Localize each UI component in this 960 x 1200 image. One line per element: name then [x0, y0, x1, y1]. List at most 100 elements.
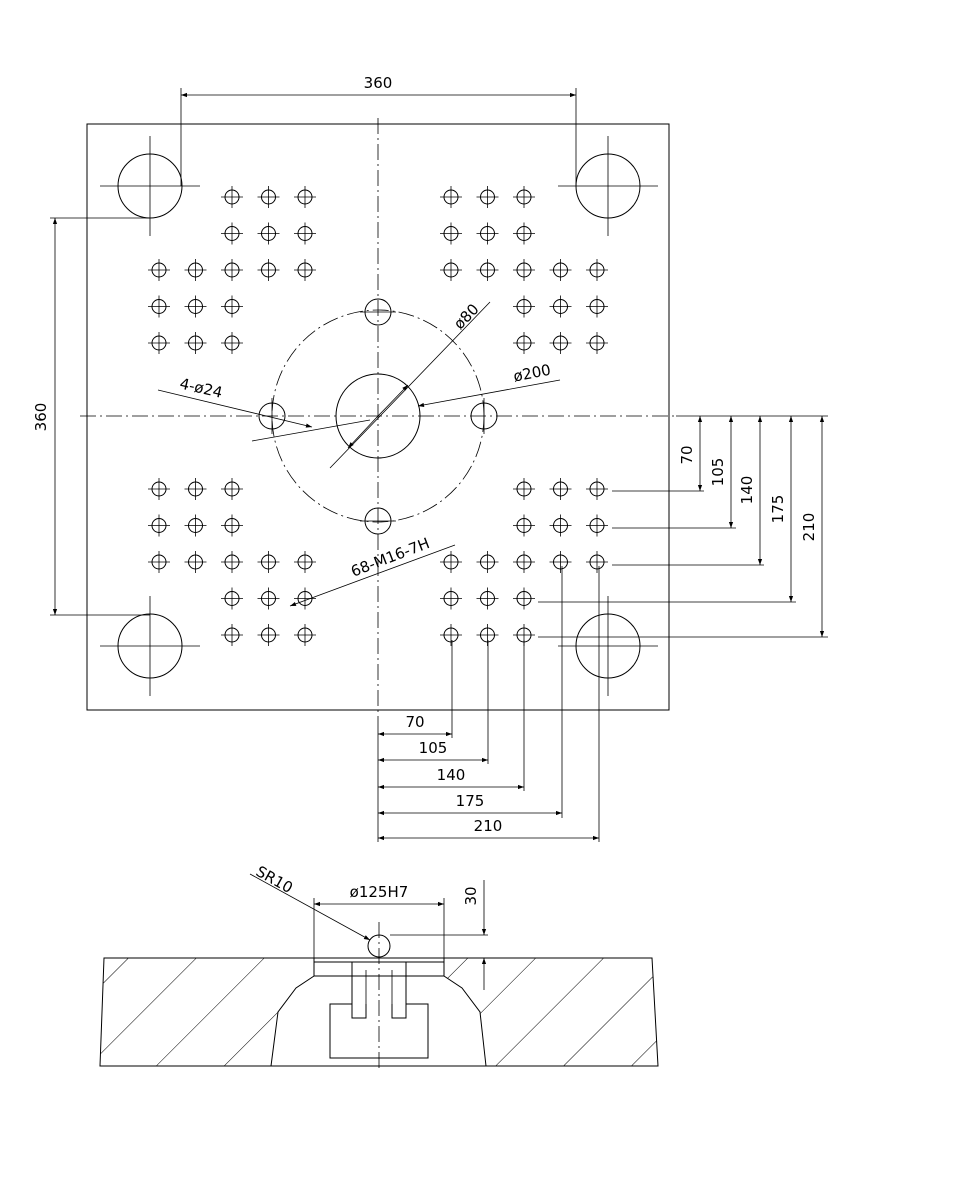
tapped-hole	[148, 514, 170, 537]
tapped-hole	[184, 551, 207, 573]
label-bore-fit: ø125H7	[350, 883, 409, 901]
tapped-hole	[440, 587, 462, 610]
plan-view: 360 360 ø80 ø200 4-ø24	[32, 74, 828, 842]
center-features	[258, 298, 498, 535]
tapped-hole	[257, 186, 280, 208]
tapped-hole	[221, 551, 243, 573]
tapped-hole	[549, 295, 572, 318]
label-bolt-circle: ø200	[512, 361, 553, 386]
tie-bar-hole	[100, 596, 200, 696]
label-bolt-holes: 4-ø24	[178, 374, 224, 401]
tie-bar-hole	[558, 136, 658, 236]
tapped-hole	[148, 332, 170, 354]
tapped-hole	[148, 295, 170, 318]
tapped-hole	[476, 587, 499, 610]
label-center-bore: ø80	[450, 300, 483, 333]
section-hatch-left	[100, 958, 314, 1066]
tapped-hole	[257, 624, 280, 646]
vertical-dimensions: 70 105 140 175 210	[538, 415, 828, 638]
tapped-hole	[513, 259, 535, 281]
tapped-hole	[586, 551, 608, 573]
tie-bar-hole	[100, 136, 200, 236]
tapped-hole	[184, 259, 207, 281]
dim-top-360: 360	[180, 74, 577, 186]
v-dim-label: 70	[678, 445, 696, 464]
bolt-hole	[470, 398, 498, 434]
tapped-hole	[294, 222, 316, 245]
tapped-hole	[476, 259, 499, 281]
tapped-hole	[221, 222, 243, 245]
h-dim-label: 175	[456, 792, 485, 810]
v-dim-label: 175	[769, 495, 787, 524]
v-dim: 105	[612, 416, 736, 529]
tapped-hole	[476, 551, 499, 573]
v-dim: 210	[538, 416, 828, 638]
tapped-hole	[148, 551, 170, 573]
v-dim: 70	[612, 416, 704, 492]
dim-depth: 30	[390, 880, 488, 990]
tapped-hole	[549, 514, 572, 537]
leader-sphere-radius: SR10	[249, 862, 371, 941]
tapped-hole	[586, 478, 608, 500]
tapped-hole	[221, 587, 243, 610]
tapped-holes	[148, 186, 608, 646]
tapped-hole	[476, 222, 499, 245]
horizontal-dimensions: 70 105 140 175 210	[377, 566, 600, 842]
tapped-hole	[184, 295, 207, 318]
h-dim: 210	[378, 566, 600, 842]
h-dim: 70	[378, 640, 453, 738]
tapped-hole	[549, 332, 572, 354]
h-dim-label: 70	[405, 713, 424, 731]
tapped-hole	[513, 222, 535, 245]
label-sphere-radius: SR10	[253, 862, 296, 897]
tapped-hole	[184, 332, 207, 354]
leader-bolt-circle: ø200	[417, 361, 561, 407]
tapped-hole	[184, 514, 207, 537]
tapped-hole	[440, 222, 462, 245]
tapped-hole	[513, 332, 535, 354]
tapped-hole	[513, 587, 535, 610]
section-outline	[99, 957, 659, 1067]
tapped-hole	[513, 514, 535, 537]
tapped-hole	[513, 295, 535, 318]
tapped-hole	[440, 259, 462, 281]
dim-left-label: 360	[32, 403, 50, 432]
v-dim: 175	[538, 416, 796, 603]
center-bore	[335, 373, 421, 459]
tapped-hole	[221, 295, 243, 318]
tapped-hole	[513, 551, 535, 573]
h-dim: 140	[378, 640, 525, 791]
tapped-hole	[294, 551, 316, 573]
tapped-hole	[221, 186, 243, 208]
tie-bar-hole	[558, 596, 658, 696]
section-view: SR10 ø125H7 30	[99, 862, 659, 1070]
section-hatch-right	[444, 958, 658, 1066]
v-dim-label: 105	[709, 458, 727, 487]
tapped-hole	[294, 624, 316, 646]
tapped-hole	[221, 514, 243, 537]
v-dim: 140	[612, 416, 764, 566]
dim-top-label: 360	[364, 74, 393, 92]
tapped-hole	[257, 259, 280, 281]
tapped-hole	[294, 587, 316, 610]
tapped-hole	[257, 587, 280, 610]
tapped-hole	[294, 186, 316, 208]
tapped-hole	[476, 186, 499, 208]
leader-bolt-holes: 4-ø24	[157, 374, 371, 442]
tapped-hole	[148, 259, 170, 281]
h-dim-label: 140	[437, 766, 466, 784]
tapped-hole	[549, 478, 572, 500]
tapped-hole	[549, 259, 572, 281]
h-dim: 175	[378, 566, 563, 818]
tapped-hole	[184, 478, 207, 500]
tapped-hole	[221, 332, 243, 354]
tapped-hole	[586, 295, 608, 318]
tapped-hole	[440, 186, 462, 208]
bolt-hole	[258, 398, 286, 434]
h-dim-label: 210	[474, 817, 503, 835]
dim-left-360: 360	[32, 217, 150, 616]
tapped-hole	[221, 259, 243, 281]
tapped-hole	[440, 624, 462, 646]
tapped-hole	[586, 514, 608, 537]
